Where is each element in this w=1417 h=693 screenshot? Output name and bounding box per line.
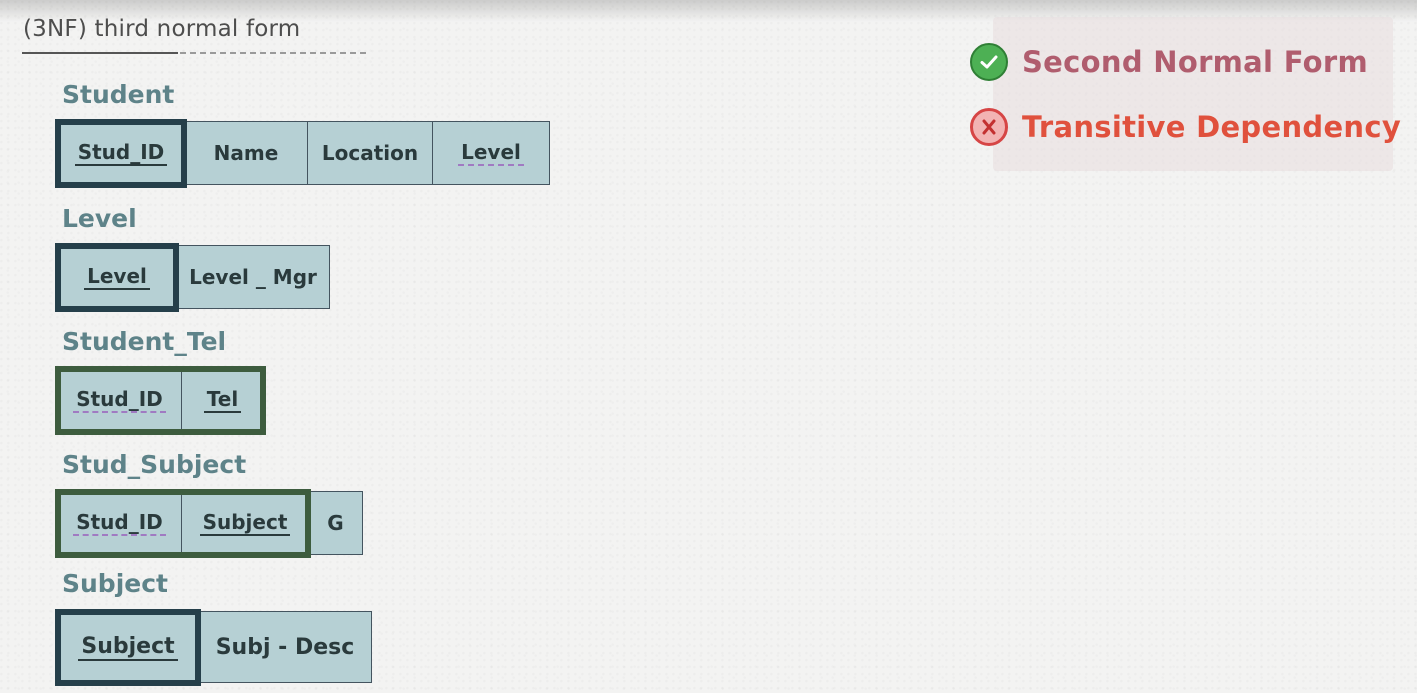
top-shadow [0,0,1417,22]
student-tel-col-stud-id: Stud_ID [57,368,182,432]
student-col-name: Name [184,121,308,185]
legend-panel [993,17,1393,171]
subject-col-subj-desc: Subj - Desc [198,611,372,683]
student-tel-col-tel: Tel [181,368,264,432]
student-col-stud-id: Stud_ID [57,121,185,185]
cell-label: Stud_ID [73,510,166,536]
table-title-level: Level [62,204,137,233]
cell-label: Tel [203,387,242,413]
student-col-level: Level [432,121,550,185]
page-title: (3NF) third normal form [23,16,301,42]
cell-label: Subject [199,510,291,536]
legend-item-transitive-dependency: Transitive Dependency [970,108,1401,146]
cross-icon [982,119,996,135]
cell-label: Stud_ID [74,140,168,166]
check-icon [980,55,998,69]
cell-label: Subj - Desc [215,634,355,660]
cell-label: Subject [78,634,178,661]
cell-label: Level _ Mgr [189,265,317,289]
table-title-student-tel: Student_Tel [62,327,227,356]
legend-item-second-normal-form: Second Normal Form [970,43,1368,81]
stud-subject-col-subject: Subject [181,491,309,555]
cell-label: Stud_ID [73,387,166,413]
stud-subject-col-g: G [308,491,363,555]
cross-circle-icon [970,108,1008,146]
legend-label: Second Normal Form [1022,45,1368,79]
subject-col-subject: Subject [57,611,199,683]
level-col-level-mgr: Level _ Mgr [176,245,330,309]
stud-subject-col-stud-id: Stud_ID [57,491,182,555]
table-title-subject: Subject [62,569,168,598]
title-dashed-line [180,52,366,54]
legend-label: Transitive Dependency [1022,110,1402,144]
table-title-student: Student [62,80,175,109]
level-col-level: Level [57,245,177,309]
cell-label: Name [213,141,279,165]
cell-label: Location [321,141,419,165]
title-underline [22,52,178,54]
cell-label: Level [84,264,150,290]
cell-label: G [327,511,344,535]
table-title-stud-subject: Stud_Subject [62,450,247,479]
check-circle-icon [970,43,1008,81]
student-col-location: Location [307,121,433,185]
cell-label: Level [458,140,524,166]
